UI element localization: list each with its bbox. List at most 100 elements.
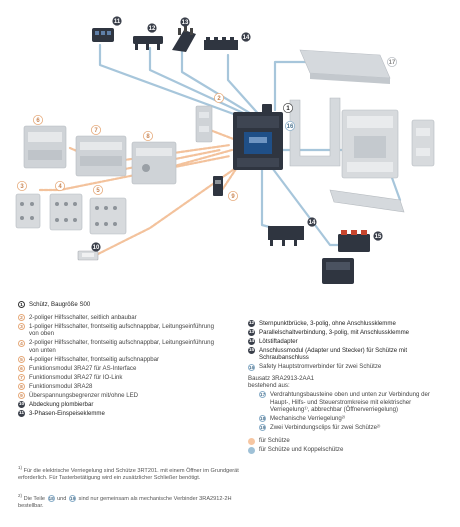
callout-15: 15 (373, 231, 382, 240)
legend-item-13: 13 Parallelschaltverbindung, 3-polig, mi… (248, 329, 448, 336)
callout-2: 2 (214, 93, 223, 102)
footnote-text: und (57, 496, 66, 502)
legend-item-10: 10 Abdeckung plombierbar (18, 401, 223, 408)
color-legend: für Schütze für Schütze und Koppelschütz… (248, 437, 448, 453)
solder-pin-adapter-lower (268, 226, 304, 246)
contactor-right (342, 110, 398, 178)
legend-number: 16 (248, 364, 255, 371)
legend-text: Funktionsmodul 3RA27 für IO-Link (29, 374, 223, 381)
callout-4: 4 (55, 181, 64, 190)
svg-text:15: 15 (375, 234, 382, 240)
callout-7: 7 (91, 125, 100, 134)
legend-text: Anschlussmodul (Adapter und Stecker) für… (259, 347, 448, 362)
svg-text:12: 12 (149, 26, 156, 32)
callout-10: 10 (91, 242, 100, 251)
bausatz-title: Bausatz 3RA2913-2AA1 (248, 375, 448, 382)
legend-number: 5 (18, 356, 25, 363)
legend-number: 6 (18, 365, 25, 372)
callout-9: 9 (228, 191, 237, 200)
svg-text:17: 17 (389, 60, 396, 66)
aux-switch-4-pole (90, 198, 126, 234)
legend-right: 12 Sternpunktbrücke, 3-polig, ohne Ansch… (248, 320, 448, 455)
callout-1: 1 (283, 103, 292, 112)
callout-12: 12 (147, 23, 156, 32)
orange-swatch (248, 438, 255, 445)
solder-pin-adapter (204, 37, 238, 50)
footnote-1: 1) Für die elektrische Verriegelung sind… (18, 464, 258, 482)
legend-text: 4-poliger Hilfsschalter, frontseitig auf… (29, 356, 223, 363)
svg-text:11: 11 (114, 19, 121, 25)
callout-5: 5 (93, 185, 102, 194)
legend-text: Zwei Verbindungsclips für zwei Schütze²⁾ (270, 424, 448, 431)
star-point-bridge (133, 36, 163, 50)
color-legend-contactors: für Schütze (248, 437, 448, 444)
callout-13: 13 (180, 17, 189, 26)
side-auxiliary-switch (196, 106, 212, 142)
function-module-as-interface (24, 126, 66, 168)
callout-14: 14 (241, 32, 250, 41)
legend-text: Überspannungsbegrenzer mit/ohne LED (29, 392, 223, 399)
legend-text: Verdrahtungsbausteine oben und unten zur… (270, 391, 448, 413)
aux-switch-2-pole (50, 194, 82, 230)
footnote-text: Die Teile (24, 496, 45, 502)
legend-item-1: 1 Schütz, Baugröße S00 (18, 301, 223, 308)
callout-16: 16 (285, 121, 294, 130)
aux-switch-1-pole (16, 194, 40, 228)
mechanical-interlock (412, 120, 434, 166)
bausatz-item-18: 18 Mechanische Verriegelung²⁾ (259, 415, 448, 422)
legend-item-14: 14 Lötstiftadapter (248, 338, 448, 345)
bausatz-item-19: 19 Zwei Verbindungsclips für zwei Schütz… (259, 424, 448, 431)
legend-text: Lötstiftadapter (259, 338, 448, 345)
legend-number: 18 (259, 415, 266, 422)
legend-number: 11 (18, 410, 25, 417)
legend-item-9: 9 Überspannungsbegrenzer mit/ohne LED (18, 392, 223, 399)
legend-number: 9 (18, 392, 25, 399)
svg-text:10: 10 (93, 245, 100, 251)
accessory-diagram: 1 2 3 4 5 6 7 8 9 10 11 12 13 14 14 15 1… (0, 0, 460, 300)
svg-text:16: 16 (287, 124, 294, 130)
callout-17: 17 (387, 57, 396, 66)
legend-item-5: 5 4-poliger Hilfsschalter, frontseitig a… (18, 356, 223, 363)
contactor-s00 (233, 104, 283, 170)
connection-module (322, 230, 370, 284)
function-module-io-link (76, 136, 126, 176)
legend-text: Schütz, Baugröße S00 (29, 301, 223, 308)
legend-number: 17 (259, 391, 266, 398)
legend-number: 4 (18, 340, 25, 347)
bausatz-subtitle: bestehend aus: (248, 382, 448, 389)
legend-text: 1-poliger Hilfsschalter, frontseitig auf… (29, 323, 223, 338)
legend-text: Sternpunktbrücke, 3-polig, ohne Anschlus… (259, 320, 448, 327)
legend-item-16: 16 Safety Hauptstromverbinder für zwei S… (248, 363, 448, 370)
legend-text: für Schütze (259, 437, 448, 444)
callout-11: 11 (112, 16, 121, 25)
legend-item-2: 2 2-poliger Hilfsschalter, seitlich anba… (18, 314, 223, 321)
svg-text:14: 14 (243, 35, 250, 41)
legend-number: 15 (248, 347, 255, 354)
legend-left: 1 Schütz, Baugröße S00 2 2-poliger Hilfs… (18, 301, 223, 419)
surge-suppressor (213, 176, 223, 196)
legend-number: 19 (259, 424, 266, 431)
footnote-marker: 1) (18, 465, 22, 470)
legend-item-8: 8 Funktionsmodul 3RA28 (18, 383, 223, 390)
legend-number: 7 (18, 374, 25, 381)
function-module-3ra28 (132, 142, 176, 184)
bausatz-block: Bausatz 3RA2913-2AA1 bestehend aus: 17 V… (248, 375, 448, 432)
wiring-module-top (300, 50, 390, 84)
footnote-ref-19: 19 (69, 495, 76, 502)
legend-item-6: 6 Funktionsmodul 3RA27 für AS-Interface (18, 365, 223, 372)
legend-number: 2 (18, 314, 25, 321)
path-blue-14b (262, 165, 300, 235)
path-orange-2 (210, 130, 236, 140)
legend-text: Parallelschaltverbindung, 3-polig, mit A… (259, 329, 448, 336)
callout-8: 8 (143, 131, 152, 140)
callout-14b: 14 (307, 217, 316, 226)
footnote-text: Für die elektrische Verriegelung sind Sc… (18, 468, 239, 481)
legend-number: 13 (248, 329, 255, 336)
legend-text: 2-poliger Hilfsschalter, seitlich anbaub… (29, 314, 223, 321)
legend-item-7: 7 Funktionsmodul 3RA27 für IO-Link (18, 374, 223, 381)
legend-item-3: 3 1-poliger Hilfsschalter, frontseitig a… (18, 323, 223, 338)
legend-text: 3-Phasen-Einspeiseklemme (29, 410, 223, 417)
legend-text: Funktionsmodul 3RA28 (29, 383, 223, 390)
callout-3: 3 (17, 181, 26, 190)
footnote-2: 2) Die Teile 18 und 19 sind nur gemeinsa… (18, 492, 258, 510)
